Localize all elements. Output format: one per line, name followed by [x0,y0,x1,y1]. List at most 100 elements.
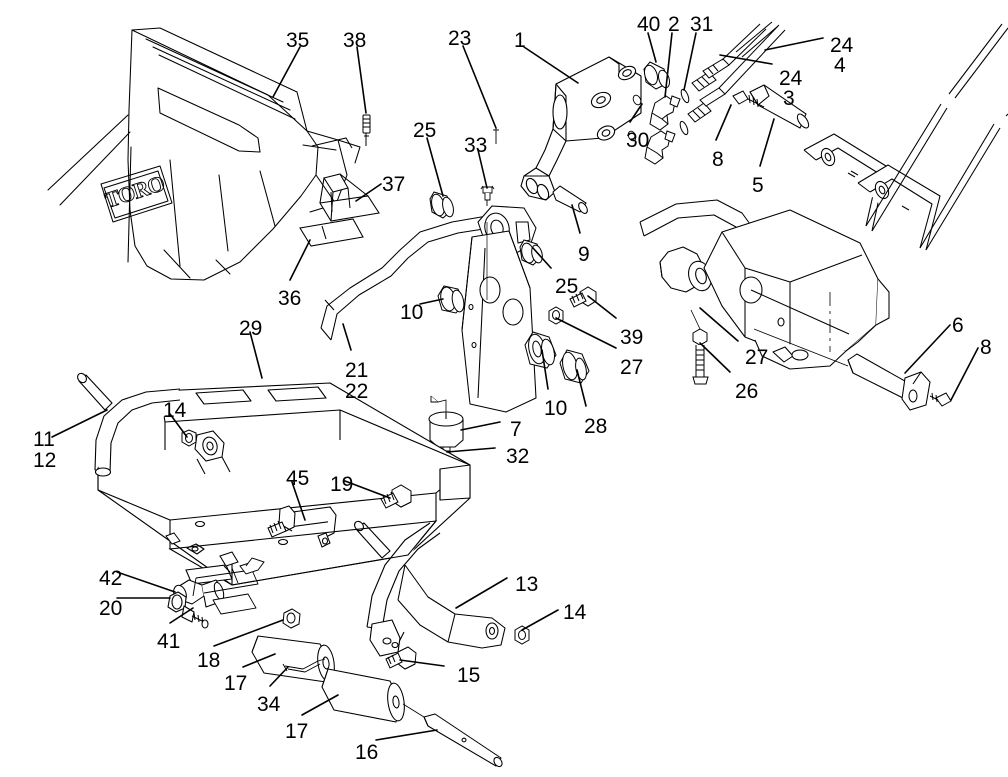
toro-logo-text: TORO [102,170,168,213]
part-9-pin [552,185,588,214]
callout-21: 21 [345,359,369,382]
leader-line-8b [950,347,979,401]
part-37-plate [319,173,380,222]
part-30-elbow-lower [644,130,676,165]
callout-36: 36 [278,287,302,310]
leader-line-19 [344,480,391,499]
callout-17a: 17 [224,672,248,695]
callout-32: 32 [506,445,530,468]
leader-line-8a [715,104,732,141]
leader-lines [51,32,979,741]
leader-line-7 [460,421,501,431]
leader-line-1 [523,46,579,84]
leader-line-45 [291,481,306,521]
part-18-nut [282,608,301,629]
deck-tabs [165,532,265,575]
leader-line-39 [587,295,617,319]
part-7-bumper [428,411,464,448]
callout-22: 22 [345,380,369,403]
leader-line-24b [719,54,773,65]
callout-7: 7 [510,418,522,441]
callout-19: 19 [330,473,354,496]
part-27-nut [548,306,564,325]
callout-25a: 25 [413,119,437,142]
leader-line-28 [576,369,587,407]
part-10-bushing-right [524,331,557,369]
hydraulic-hoses [718,21,786,95]
leader-line-6 [904,324,951,374]
part-30-washers [627,94,642,142]
callout-14a: 14 [163,399,187,422]
leader-line-14b [521,609,559,631]
part-45-crosstube [267,505,337,548]
part-25-bushing-right [519,239,543,266]
part-14-mount-left [194,430,231,475]
leader-line-38 [356,46,367,114]
callout-45: 45 [286,467,310,490]
roller-group [251,635,503,768]
hood-support-rods [311,137,353,213]
leader-line-40 [647,32,657,63]
callout-9: 9 [578,243,590,266]
part-11-12-roll-bar-left [77,372,181,477]
part-38-screw [362,114,371,146]
callout-27b: 27 [745,346,769,369]
leader-line-25b [532,247,552,269]
callout-35: 35 [286,29,310,52]
valve-group [167,567,259,629]
part-5-pin [749,84,810,129]
part-26-bolt [690,309,709,385]
leader-line-10a [419,298,444,305]
leader-line-21 [342,323,352,351]
part-31-oring [679,88,690,136]
mount-frame-group [639,23,1008,370]
part-39-bolt [569,286,597,308]
center-upright-plate [461,222,537,413]
callout-18: 18 [197,649,221,672]
part-14-nut-right [514,625,530,645]
leader-line-27a [555,317,617,349]
leader-line-42 [116,571,176,593]
leader-line-25a [426,137,444,197]
callout-37: 37 [382,173,406,196]
part-8-bolt-upper [732,90,765,108]
leader-line-27b [699,307,739,342]
callout-27a: 27 [620,356,644,379]
callout-12: 12 [33,449,57,472]
part-1-cylinder [520,56,642,201]
callout-24b: 24 [779,67,803,90]
part-3-4-hose-fittings [687,58,730,123]
leader-line-30 [629,103,643,123]
part-10-bushing-left [437,285,465,314]
callout-29: 29 [239,317,263,340]
callout-14b: 14 [563,601,587,624]
callout-40: 40 [637,13,661,36]
leader-line-13 [455,577,508,609]
part-8-bolt-lower [929,392,952,407]
callout-3: 3 [783,87,795,110]
callout-13: 13 [515,573,539,596]
callout-5: 5 [752,174,764,197]
callout-42: 42 [99,567,123,590]
leader-line-32 [446,447,496,453]
callout-23: 23 [448,27,472,50]
callout-31: 31 [690,13,714,36]
leader-line-41 [169,607,194,624]
part-13-arm [397,564,506,649]
part-40-bushing [643,61,671,90]
leader-line-35 [272,46,301,98]
leader-line-23 [462,45,497,129]
leader-line-14a [169,413,188,438]
callout-2: 2 [668,13,680,36]
leader-line-17b [301,694,339,716]
leader-line-2 [664,32,673,98]
leader-line-11 [51,409,108,438]
callout-41: 41 [157,630,181,653]
leader-line-29 [249,331,263,379]
leader-line-37 [355,183,382,202]
frame-lower-bar [168,520,438,586]
leader-line-33 [477,149,488,189]
part-25-bushing-top [429,191,454,219]
part-36-plate [299,218,364,247]
